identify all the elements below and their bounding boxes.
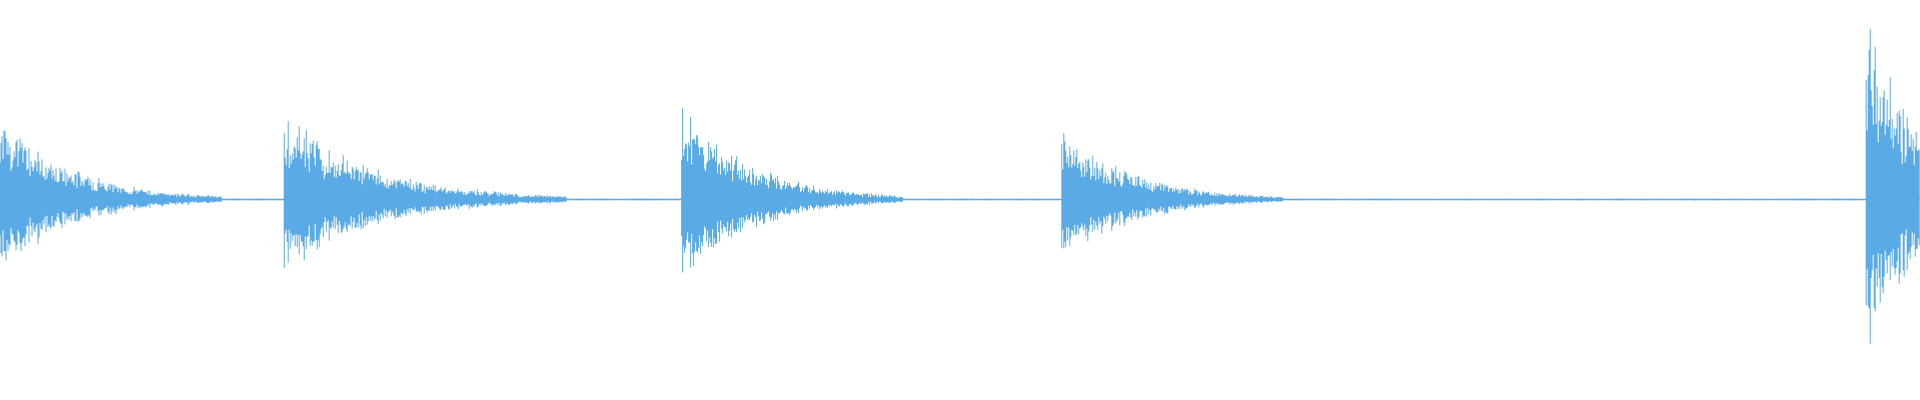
waveform-burst-4 (1061, 133, 1284, 249)
waveform-burst-3 (681, 108, 904, 273)
waveform-bursts (0, 29, 1920, 344)
waveform-burst-2 (283, 121, 567, 268)
waveform-burst-5 (1865, 29, 1920, 344)
waveform-burst-1 (0, 130, 222, 261)
